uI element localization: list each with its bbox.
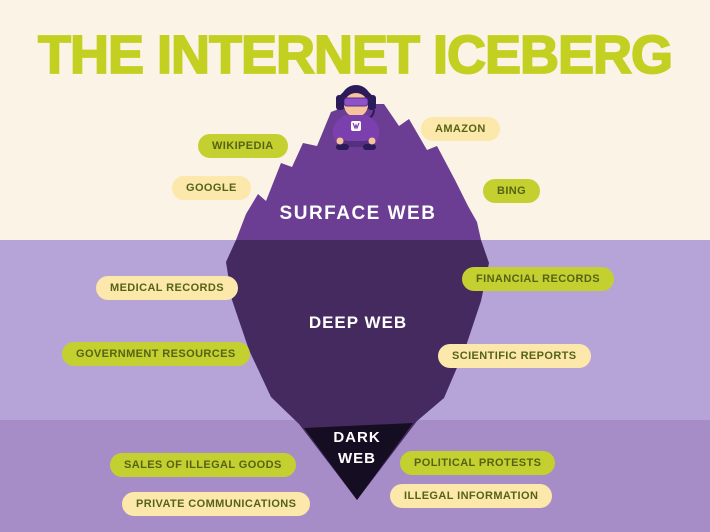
deep-web-label: DEEP WEB <box>308 313 408 332</box>
label-amazon: AMAZON <box>421 117 500 141</box>
label-private-communications: PRIVATE COMMUNICATIONS <box>122 492 311 516</box>
label-google: GOOGLE <box>172 176 251 200</box>
iceberg-surface-shape <box>236 104 481 240</box>
iceberg-dark-tip-shape <box>304 423 413 500</box>
label-scientific-reports: SCIENTIFIC REPORTS <box>438 344 591 368</box>
label-sales-of-illegal-goods: SALES OF ILLEGAL GOODS <box>110 453 296 477</box>
label-medical-records: MEDICAL RECORDS <box>96 276 238 300</box>
label-political-protests: POLITICAL PROTESTS <box>400 451 556 475</box>
iceberg-deep-shape <box>226 240 489 500</box>
label-bing: BING <box>483 179 541 203</box>
surface-web-label: SURFACE WEB <box>279 203 437 224</box>
label-illegal-information: ILLEGAL INFORMATION <box>390 484 553 508</box>
page-title: THE INTERNET ICEBERG <box>37 25 674 85</box>
dark-web-label-line1: DARK <box>333 429 381 446</box>
dark-web-label-line2: WEB <box>338 450 376 467</box>
label-government-resources: GOVERNMENT RESOURCES <box>62 342 250 366</box>
support-agent-with-headset-icon <box>332 85 380 150</box>
label-financial-records: FINANCIAL RECORDS <box>462 267 614 291</box>
label-wikipedia: WIKIPEDIA <box>198 134 288 158</box>
